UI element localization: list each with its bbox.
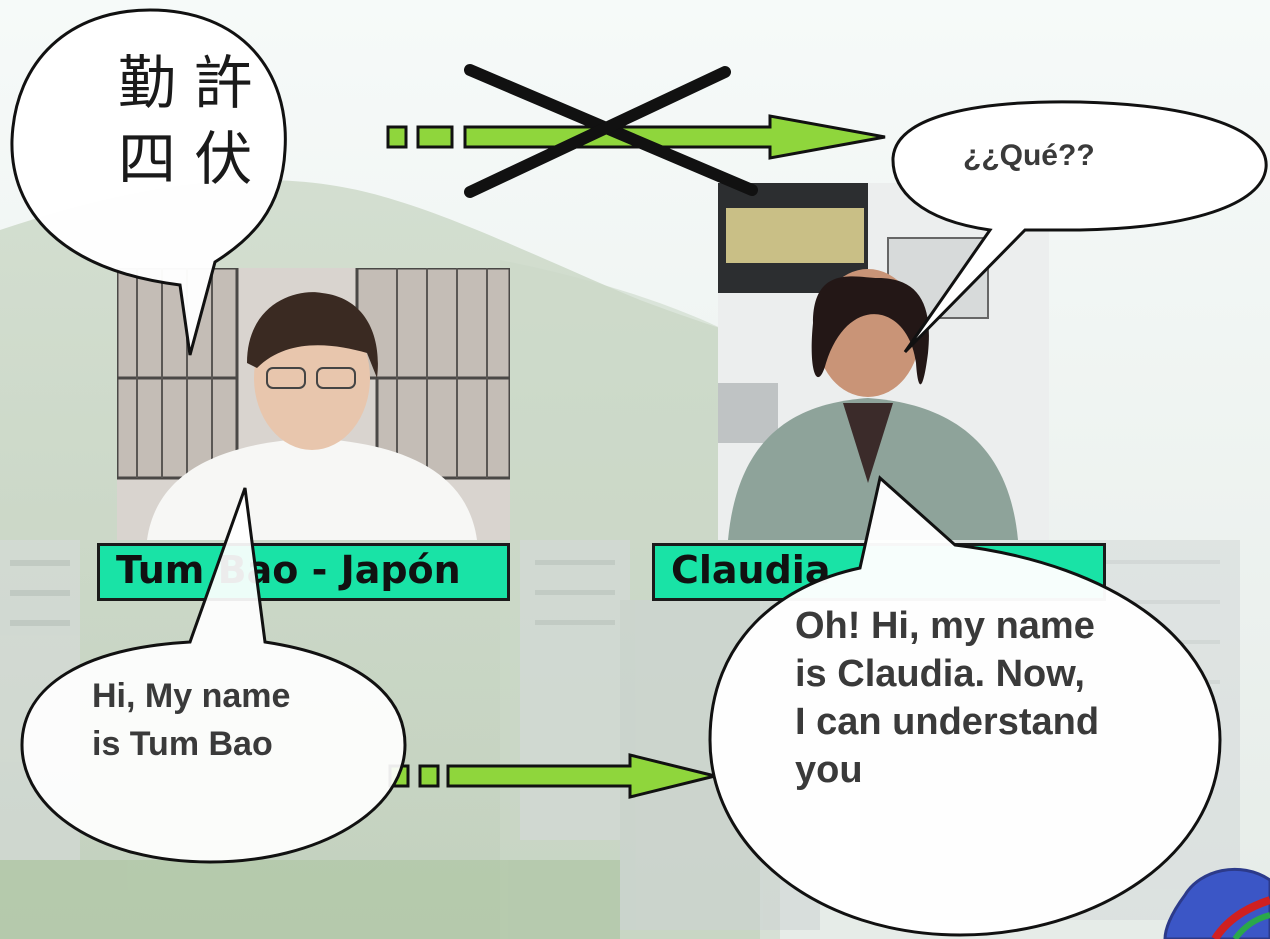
label-claudia-text: Claudia	[671, 548, 831, 592]
label-tum-bao: Tum Bao - Japón	[97, 543, 510, 601]
arrow	[388, 753, 716, 799]
crossed-out-arrow	[386, 114, 886, 160]
speech-bubble-native	[10, 8, 287, 356]
cross-mark	[464, 64, 758, 198]
speech-tum-bao-text: Hi, My name is Tum Bao	[92, 677, 291, 763]
speech-claudia-text: Oh! Hi, my name is Claudia. Now, I can u…	[795, 605, 1100, 791]
speech-bubble-confused	[891, 100, 1268, 354]
label-tum-bao-text: Tum Bao - Japón	[116, 548, 461, 592]
speech-native-text: 勤 許 四 伏	[118, 49, 253, 193]
speech-bubble-claudia	[708, 475, 1222, 937]
speech-bubble-tum-bao	[20, 487, 407, 864]
speech-confused-text: ¿¿Qué??	[963, 139, 1095, 172]
photo-tum-bao	[117, 268, 510, 540]
heart-logo	[1163, 867, 1270, 939]
